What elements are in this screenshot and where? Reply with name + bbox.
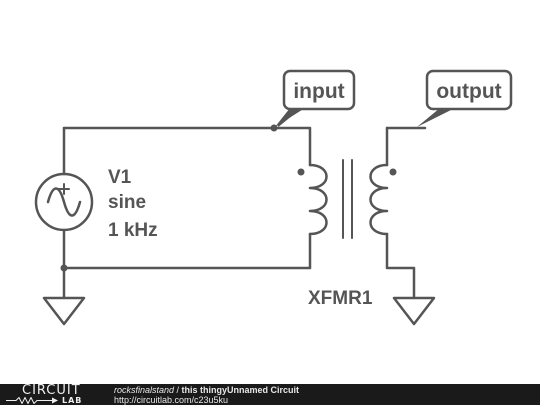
secondary-coil (369, 163, 389, 236)
node-label-output: output (417, 69, 513, 127)
wire-secondary-bottom (385, 232, 416, 300)
ground-symbol-right (392, 296, 436, 326)
circuitlab-logo[interactable]: CIRCUIT LAB (4, 384, 100, 405)
ground-symbol-left (42, 296, 86, 326)
polarity-dot-secondary (389, 168, 397, 176)
junction-dot-ground (60, 264, 68, 272)
circuit-url[interactable]: http://circuitlab.com/c23u5ku (114, 395, 229, 405)
footer-bar: CIRCUIT LAB rocksfinalstand / this thing… (0, 384, 540, 405)
polarity-dot-primary (297, 168, 305, 176)
title-separator: / (174, 385, 182, 395)
source-type: sine (108, 192, 146, 213)
logo-bottom-text: LAB (62, 396, 83, 405)
node-label-input: input (275, 69, 356, 127)
circuit-schematic: input output V1 sine 1 kHz XFMR1 (34, 69, 513, 326)
input-label-text: input (293, 80, 344, 103)
logo-top-text: CIRCUIT (22, 383, 81, 398)
wire-primary-top (62, 126, 312, 167)
transformer-core (342, 159, 353, 239)
source-name: V1 (108, 167, 132, 188)
primary-coil (308, 163, 328, 236)
credits: rocksfinalstand / this thingyUnnamed Cir… (114, 385, 299, 405)
sine-source-symbol (34, 172, 94, 232)
author-name[interactable]: rocksfinalstand (114, 385, 175, 395)
wire-primary-bottom (62, 232, 312, 270)
transformer-name: XFMR1 (308, 288, 373, 309)
logo-resistor-icon (6, 397, 58, 404)
source-frequency: 1 kHz (108, 220, 158, 241)
output-label-text: output (436, 80, 501, 103)
circuit-title: this thingyUnnamed Circuit (181, 385, 300, 395)
